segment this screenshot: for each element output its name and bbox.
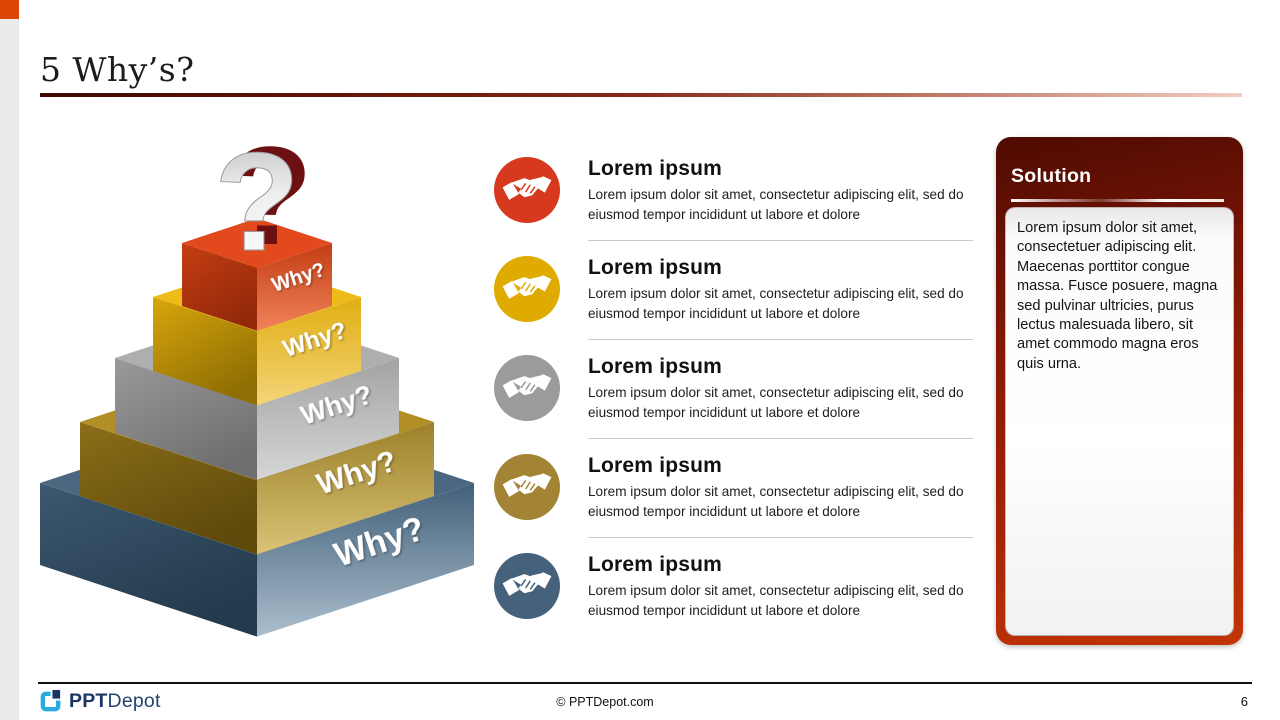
pyramid-3d-graphic: Why?Why?Why?Why?Why??? [40, 117, 474, 637]
item-description: Lorem ipsum dolor sit amet, consectetur … [588, 484, 964, 519]
pyramid-left-face [182, 243, 257, 331]
pptdepot-logo-icon [40, 688, 63, 712]
list-item-text: Lorem ipsum Lorem ipsum dolor sit amet, … [588, 256, 976, 323]
pyramid-right-face [257, 243, 332, 331]
solution-body: Lorem ipsum dolor sit amet, consectetuer… [1017, 220, 1218, 372]
footer-copyright: © PPTDepot.com [556, 695, 654, 709]
question-mark-3d: ? [227, 140, 313, 274]
handshake-icon [494, 256, 560, 322]
handshake-icon [494, 454, 560, 520]
list-item: Lorem ipsum Lorem ipsum dolor sit amet, … [494, 355, 976, 445]
solution-text-box: Lorem ipsum dolor sit amet, consectetuer… [1005, 207, 1234, 636]
list-item: Lorem ipsum Lorem ipsum dolor sit amet, … [494, 157, 976, 247]
list-item-text: Lorem ipsum Lorem ipsum dolor sit amet, … [588, 355, 976, 422]
row-divider [588, 339, 973, 340]
row-divider [588, 240, 973, 241]
pyramid-left-face [115, 358, 257, 480]
title-underline [40, 93, 1242, 97]
list-item: Lorem ipsum Lorem ipsum dolor sit amet, … [494, 553, 976, 643]
footer-rule [38, 682, 1252, 684]
list-item-text: Lorem ipsum Lorem ipsum dolor sit amet, … [588, 454, 976, 521]
list-item-text: Lorem ipsum Lorem ipsum dolor sit amet, … [588, 553, 976, 620]
solution-title: Solution [1011, 165, 1092, 187]
brand-text-regular: Depot [107, 689, 161, 712]
pyramid-left-face [40, 483, 257, 637]
item-title: Lorem ipsum [588, 256, 723, 279]
why-list: Lorem ipsum Lorem ipsum dolor sit amet, … [494, 157, 976, 653]
brand-logo: PPTDepot [40, 688, 161, 714]
corner-accent-square [0, 0, 19, 19]
item-title: Lorem ipsum [588, 553, 723, 576]
pyramid-left-face [80, 422, 257, 555]
pyramid-right-face [257, 422, 434, 555]
solution-underline [1011, 199, 1224, 202]
item-title: Lorem ipsum [588, 157, 723, 180]
pyramid-right-face [257, 483, 474, 637]
list-item: Lorem ipsum Lorem ipsum dolor sit amet, … [494, 256, 976, 346]
side-strip [0, 0, 19, 720]
slide-title: 5 Why’s? [40, 50, 195, 89]
page-number: 6 [1240, 694, 1248, 709]
item-title: Lorem ipsum [588, 355, 723, 378]
pyramid-left-face [153, 297, 257, 406]
handshake-icon [494, 553, 560, 619]
brand-text: PPTDepot [69, 690, 161, 713]
pyramid-right-face [257, 297, 361, 406]
item-description: Lorem ipsum dolor sit amet, consectetur … [588, 385, 964, 420]
solution-panel: Solution Lorem ipsum dolor sit amet, con… [996, 137, 1243, 645]
list-item-text: Lorem ipsum Lorem ipsum dolor sit amet, … [588, 157, 976, 224]
list-item: Lorem ipsum Lorem ipsum dolor sit amet, … [494, 454, 976, 544]
item-title: Lorem ipsum [588, 454, 723, 477]
handshake-icon [494, 355, 560, 421]
pyramid-top-face [182, 218, 332, 268]
five-whys-pyramid-figure: Why?Why?Why?Why?Why??? [30, 117, 480, 645]
item-description: Lorem ipsum dolor sit amet, consectetur … [588, 286, 964, 321]
item-description: Lorem ipsum dolor sit amet, consectetur … [588, 187, 964, 222]
handshake-icon [494, 157, 560, 223]
brand-text-bold: PPT [69, 689, 108, 712]
pyramid-right-face [257, 358, 399, 480]
item-description: Lorem ipsum dolor sit amet, consectetur … [588, 583, 964, 618]
row-divider [588, 537, 973, 538]
question-mark-3d: ? [214, 140, 300, 280]
row-divider [588, 438, 973, 439]
